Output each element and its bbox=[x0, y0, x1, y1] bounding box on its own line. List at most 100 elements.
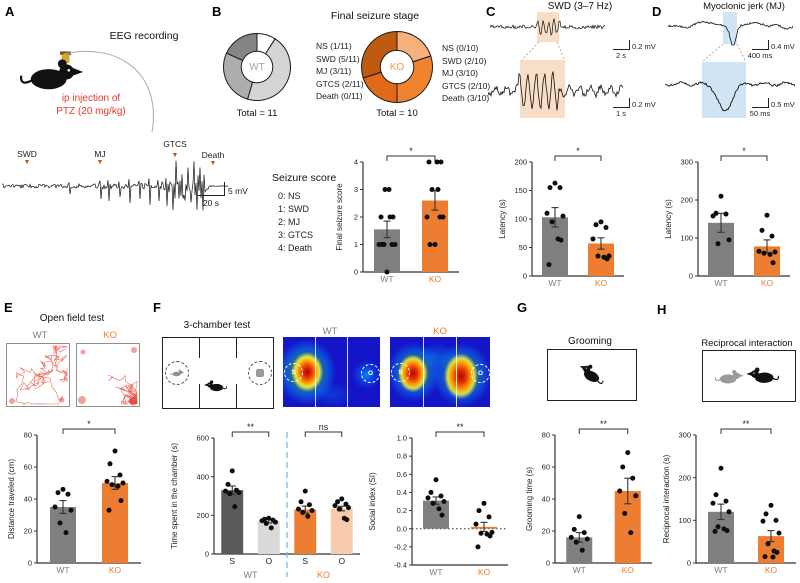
svg-text:0: 0 bbox=[687, 559, 691, 568]
svg-text:80: 80 bbox=[542, 431, 550, 440]
svg-text:WT: WT bbox=[714, 278, 727, 288]
svg-text:60: 60 bbox=[542, 463, 550, 472]
svg-text:200: 200 bbox=[196, 511, 209, 520]
mj-trace-top bbox=[668, 14, 793, 46]
svg-text:S: S bbox=[229, 556, 235, 566]
chamber-divider bbox=[199, 338, 201, 358]
svg-text:KO: KO bbox=[317, 570, 330, 580]
svg-text:WT: WT bbox=[244, 570, 258, 580]
svg-text:1.0: 1.0 bbox=[397, 434, 407, 443]
svg-text:*: * bbox=[409, 146, 413, 156]
heatmap-divider bbox=[423, 337, 424, 407]
svg-text:1: 1 bbox=[354, 240, 358, 249]
svg-text:KO: KO bbox=[478, 567, 491, 577]
wt-donut-chart: WT bbox=[222, 32, 292, 102]
svg-text:**: ** bbox=[456, 422, 464, 432]
panel-d-label: D bbox=[652, 4, 662, 19]
svg-text:40: 40 bbox=[542, 495, 550, 504]
svg-text:0: 0 bbox=[523, 272, 527, 281]
ko-track-label: KO bbox=[103, 330, 117, 341]
scale-d-bot-v: 0.5 mV bbox=[771, 100, 795, 109]
mj-title: Myoclonic jerk (MJ) bbox=[703, 1, 785, 12]
event-death: Death▼ bbox=[196, 151, 230, 167]
injection-text: ip injection of PTZ (20 mg/kg) bbox=[28, 92, 154, 118]
svg-text:-0.4: -0.4 bbox=[394, 561, 407, 570]
test-mouse-icon bbox=[203, 378, 227, 394]
scale-a-h: 20 s bbox=[202, 198, 220, 208]
svg-text:*: * bbox=[742, 146, 746, 156]
svg-text:KO: KO bbox=[595, 278, 608, 288]
event-mj: MJ▼ bbox=[88, 150, 112, 166]
event-swd: SWD▼ bbox=[12, 150, 42, 166]
swd-trace-zoom bbox=[488, 68, 623, 114]
scale-bar-c-top bbox=[613, 40, 630, 50]
swd-title: SWD (3–7 Hz) bbox=[547, 1, 613, 12]
mj-highlight-zoom bbox=[702, 62, 746, 118]
three-chamber-schematic bbox=[162, 337, 274, 409]
eeg-recording-title: EEG recording bbox=[109, 30, 179, 42]
mj-highlight-top bbox=[723, 12, 737, 44]
svg-text:S: S bbox=[302, 556, 308, 566]
svg-text:0: 0 bbox=[689, 272, 693, 281]
svg-text:0.2: 0.2 bbox=[397, 506, 407, 515]
svg-text:400: 400 bbox=[196, 472, 209, 481]
panel-a-label: A bbox=[5, 4, 15, 19]
heatmap-divider bbox=[347, 337, 348, 407]
svg-text:200: 200 bbox=[680, 196, 693, 205]
scale-bar-d-top bbox=[752, 40, 769, 50]
svg-text:80: 80 bbox=[24, 431, 32, 440]
down-arrow-icon: ▼ bbox=[209, 159, 217, 167]
chamber-divider bbox=[236, 338, 238, 358]
injection-line1: ip injection of bbox=[61, 93, 121, 104]
svg-text:150: 150 bbox=[514, 186, 527, 195]
svg-text:300: 300 bbox=[680, 158, 693, 167]
grooming-mouse-icon bbox=[576, 362, 606, 385]
svg-text:600: 600 bbox=[196, 434, 209, 443]
grooming-title: Grooming bbox=[568, 336, 612, 347]
svg-text:20: 20 bbox=[24, 527, 32, 536]
chamber-divider bbox=[199, 384, 201, 408]
svg-text:0: 0 bbox=[28, 559, 32, 568]
svg-text:**: ** bbox=[247, 422, 255, 432]
svg-text:0: 0 bbox=[205, 550, 209, 559]
panel-b-label: B bbox=[212, 4, 222, 19]
svg-text:**: ** bbox=[742, 419, 750, 429]
wt-track-image bbox=[6, 343, 70, 407]
svg-text:Reciprocal interaction (s): Reciprocal interaction (s) bbox=[662, 454, 671, 543]
ko-heatmap: S O bbox=[390, 337, 490, 407]
svg-text:Grooming time (s): Grooming time (s) bbox=[525, 467, 534, 531]
svg-text:KO: KO bbox=[109, 565, 122, 575]
svg-text:0.0: 0.0 bbox=[397, 524, 407, 533]
stranger-zone-circle: S bbox=[284, 363, 303, 382]
mj-trace-zoom bbox=[665, 70, 795, 116]
svg-text:ns: ns bbox=[319, 422, 329, 432]
wt-donut-total: Total = 11 bbox=[236, 108, 278, 119]
scale-c-bot-v: 0.2 mV bbox=[632, 100, 656, 109]
svg-text:0: 0 bbox=[354, 268, 358, 277]
ko-heatmap-label: KO bbox=[433, 326, 447, 337]
grooming-arena bbox=[547, 349, 637, 401]
stranger-zone-circle: S bbox=[391, 363, 410, 382]
wt-heatmap-label: WT bbox=[322, 326, 338, 337]
svg-text:100: 100 bbox=[678, 516, 691, 525]
reciprocal-title: Reciprocal interaction bbox=[701, 338, 793, 349]
svg-text:60: 60 bbox=[24, 463, 32, 472]
svg-text:-0.2: -0.2 bbox=[394, 542, 407, 551]
scale-bar-d-bot bbox=[752, 98, 769, 108]
swd-zoom-connectors bbox=[495, 38, 630, 64]
scale-d-top-h: 400 ms bbox=[747, 51, 773, 60]
svg-text:WT: WT bbox=[56, 565, 69, 575]
object-zone-circle: O bbox=[361, 364, 380, 383]
scale-d-bot-h: 50 ms bbox=[749, 109, 771, 118]
svg-text:0: 0 bbox=[546, 559, 550, 568]
svg-text:Time spent in the chamber (s): Time spent in the chamber (s) bbox=[170, 443, 179, 549]
ko-donut-total: Total = 10 bbox=[376, 108, 418, 119]
stranger-mouse-icon bbox=[169, 369, 184, 377]
svg-text:*: * bbox=[87, 419, 91, 429]
seizure-stage-title: Final seizure stage bbox=[330, 10, 420, 22]
